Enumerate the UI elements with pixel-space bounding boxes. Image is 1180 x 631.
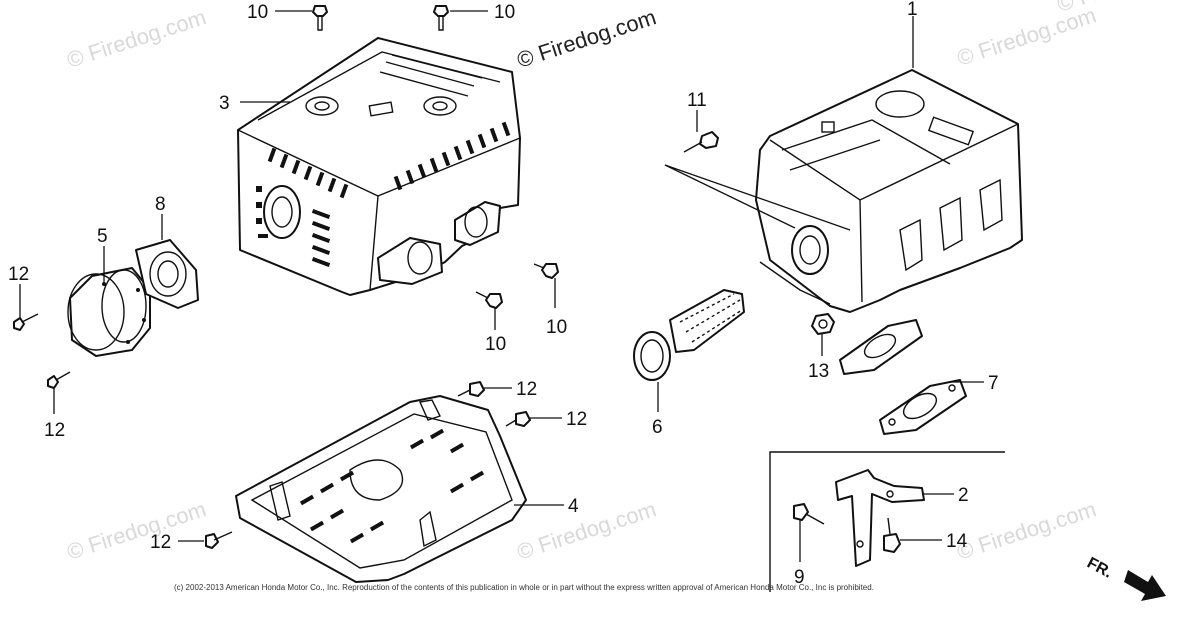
part-number-label: 10 [494,2,515,23]
leader-lines [19,10,984,562]
watermark: © Firedog.com [64,4,209,72]
watermark: © Firedog.com [954,2,1099,70]
copyright-notice: (c) 2002-2013 American Honda Motor Co., … [174,583,874,592]
muffler-part [755,69,1023,313]
part-number-label: 12 [566,409,587,430]
bolt-icon [457,381,485,397]
part-number-label: 7 [988,373,999,394]
inset-frame [769,451,1005,592]
protector-tray-part [235,395,527,583]
direction-label: FR. [1084,555,1115,582]
bolt-icon [683,131,719,153]
part-number-label: 9 [794,567,805,588]
bolt-icon [312,5,328,31]
part-number-label: 10 [247,2,268,23]
part-number-label: 14 [946,531,968,552]
part-number-label: 13 [808,361,829,382]
exhaust-gasket-part [879,379,967,435]
front-direction-marker: FR. [1084,555,1166,601]
part-labels: 10 10 1 3 11 8 5 12 10 10 12 12 12 13 7 … [8,0,999,588]
part-number-label: 12 [150,532,171,553]
part-number-label: 11 [687,90,707,111]
nut-icon [811,313,835,335]
spark-arrester-screen-part [633,289,745,381]
part-number-label: 10 [546,317,567,338]
part-number-label: 5 [97,226,108,247]
part-number-label: 1 [907,0,918,20]
bolt-icon [533,263,559,279]
bolt-icon [505,411,531,427]
watermark: © Firedog.com [64,496,209,564]
bolt-icon [47,371,71,389]
part-number-label: 6 [652,417,663,438]
watermark: © Firedog.com [514,496,659,564]
muffler-protector-part [237,37,521,296]
watermark: © Firedog.com [954,496,1099,564]
bolt-icon [205,531,233,549]
bolt-icon [883,517,901,553]
bolt-icon [13,313,39,331]
bolt-icon [433,5,449,31]
part-number-label: 10 [485,334,506,355]
watermarks: © Firedog.com © Firedog.com © Firedog.co… [64,0,1180,565]
exhaust-collar-part [135,239,199,309]
bolt-icon [475,291,503,309]
part-number-label: 12 [8,264,29,285]
arrow-icon [1124,570,1166,601]
muffler-stay-part [835,469,925,567]
watermark: © Firedog.com [514,4,659,72]
spark-arrester-cap-part [67,267,151,357]
bolt-icon [793,503,825,525]
part-number-label: 12 [44,420,65,441]
part-number-label: 8 [155,194,166,215]
part-number-label: 12 [516,379,537,400]
part-number-label: 3 [219,93,230,114]
muffler-flange [839,319,923,375]
part-number-label: 2 [958,485,969,506]
part-number-label: 4 [568,496,579,517]
